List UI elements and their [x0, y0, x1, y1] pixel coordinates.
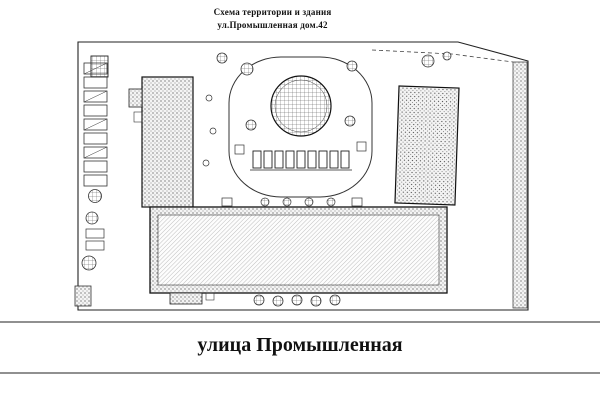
drawing-title: Схема территории и здания ул.Промышленна… — [85, 6, 460, 32]
drawing-title-line2: ул.Промышленная дом.42 — [217, 20, 328, 30]
site-markers — [202, 94, 217, 167]
drawing-title-line1: Схема территории и здания — [213, 7, 332, 17]
central-fountain-circle — [270, 75, 332, 137]
main-building — [149, 206, 448, 305]
left-building — [128, 76, 194, 208]
top-trees — [216, 51, 452, 68]
left-landscape — [74, 189, 105, 307]
territory-boundary — [77, 41, 529, 311]
street-lines — [0, 321, 600, 374]
bottom-trees — [253, 294, 341, 307]
street-name-label: улица Промышленная — [197, 334, 403, 356]
walkway-trees — [221, 197, 363, 207]
parking-stalls — [83, 62, 108, 187]
right-building — [394, 85, 460, 206]
plaza-trees — [240, 60, 358, 131]
stall-row — [250, 150, 352, 171]
right-landscape-strip — [512, 61, 528, 309]
courtyard-plaza — [228, 56, 373, 198]
